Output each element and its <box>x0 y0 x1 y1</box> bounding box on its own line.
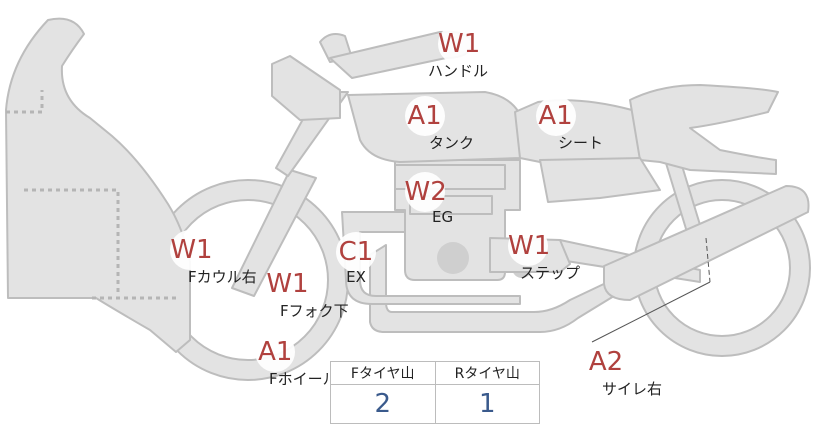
muffler <box>603 185 810 301</box>
part-label: EX <box>346 268 366 286</box>
damage-code: A1 <box>255 332 296 372</box>
rear-tire-header: Rタイヤ山 <box>434 361 540 385</box>
part-label: ハンドル <box>428 62 489 80</box>
damage-code: A2 <box>586 342 626 382</box>
part-label: サイレ右 <box>602 380 663 398</box>
part-label: Fホイール <box>269 370 338 388</box>
part-label: Fカウル右 <box>188 268 257 286</box>
rear-cowl <box>629 84 779 175</box>
marker-tank: A1 タンク <box>375 96 474 153</box>
rear-tire-value: 1 <box>434 384 540 424</box>
damage-code: A1 <box>404 96 445 136</box>
marker-exhaust: C1 EX <box>336 232 376 286</box>
damage-code: W2 <box>404 172 447 212</box>
tire-tread-table: Fタイヤ山 Rタイヤ山 2 1 <box>330 361 540 424</box>
damage-code: A1 <box>535 96 576 136</box>
front-cowl <box>5 17 191 353</box>
marker-front-fork-lower: W1 Fフォク下 <box>224 264 349 321</box>
damage-code: W1 <box>508 226 550 266</box>
part-label: シート <box>558 134 604 152</box>
front-tire-value: 2 <box>330 384 436 424</box>
damage-code: W1 <box>266 264 309 304</box>
part-label: Fフォク下 <box>280 302 349 320</box>
front-fork <box>231 169 317 297</box>
part-label: EG <box>432 208 454 226</box>
marker-front-wheel: A1 Fホイール <box>213 332 338 389</box>
marker-seat: A1 シート <box>508 96 603 153</box>
marker-step: W1 ステップ <box>476 226 580 283</box>
part-label: ステップ <box>520 264 581 282</box>
marker-engine: W2 EG <box>396 172 453 226</box>
marker-handle: W1 ハンドル <box>428 24 488 81</box>
marker-muffler-right: A2 サイレ右 <box>550 342 662 399</box>
damage-code: W1 <box>438 24 480 64</box>
marker-front-cowl-right: W1 Fカウル右 <box>124 230 257 287</box>
part-label: タンク <box>429 134 475 152</box>
damage-code: W1 <box>170 230 213 270</box>
front-tire-header: Fタイヤ山 <box>330 361 436 385</box>
damage-code: C1 <box>336 232 376 272</box>
